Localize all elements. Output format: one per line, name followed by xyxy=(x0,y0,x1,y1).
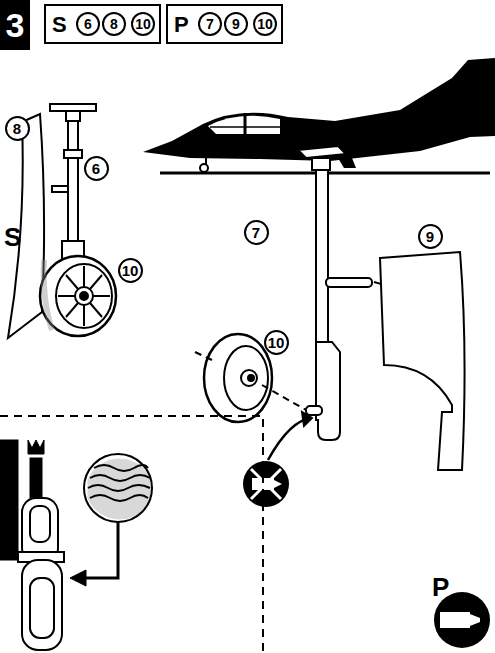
part-number: 10 xyxy=(268,334,285,351)
callout-circle: 8 xyxy=(102,12,126,36)
side-letter: S xyxy=(4,222,21,253)
part-number: 10 xyxy=(257,16,273,32)
part-number: 6 xyxy=(84,16,92,32)
callout-circle: 10 xyxy=(118,258,143,283)
part-number: 10 xyxy=(122,262,139,279)
callout-circle: 7 xyxy=(198,12,222,36)
callout-circle: 7 xyxy=(244,220,269,245)
callout-circle: 10 xyxy=(264,330,289,355)
callout-circle: 9 xyxy=(418,224,443,249)
part-number: 8 xyxy=(110,16,118,32)
step-number-box: 3 xyxy=(0,0,30,50)
part-number: 7 xyxy=(252,224,260,241)
parts-list-box: S 6 8 10 xyxy=(44,4,161,44)
part-number: 8 xyxy=(13,120,21,137)
starboard-gear xyxy=(8,104,116,338)
callout-circle: 8 xyxy=(5,116,30,141)
aircraft-silhouette xyxy=(143,58,495,173)
parts-list-box: P 7 9 10 xyxy=(166,4,283,44)
callout-circle: 10 xyxy=(131,12,155,36)
side-letter: P xyxy=(174,12,189,38)
callout-circle: 9 xyxy=(224,12,248,36)
side-letter: S xyxy=(52,12,67,38)
part-number: 9 xyxy=(232,16,240,32)
callout-circle: 10 xyxy=(253,12,277,36)
part-number: 9 xyxy=(426,228,434,245)
callout-circle: 6 xyxy=(76,12,100,36)
no-glue-symbol xyxy=(243,461,289,507)
side-letter: P xyxy=(432,572,449,603)
part-number: 7 xyxy=(206,16,214,32)
callout-circle: 6 xyxy=(84,156,109,181)
part-number: 6 xyxy=(92,160,100,177)
detail-inset xyxy=(0,416,263,653)
step-number: 3 xyxy=(6,6,25,45)
part-number: 10 xyxy=(135,16,151,32)
port-gear-exploded xyxy=(195,146,465,470)
